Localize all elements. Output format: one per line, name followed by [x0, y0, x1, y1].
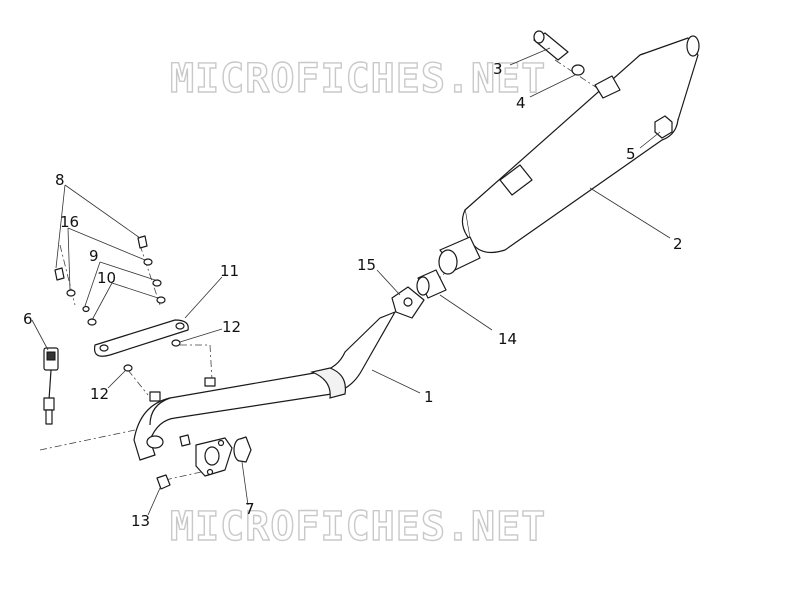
callout-8: 8 — [55, 171, 65, 189]
washer — [571, 64, 585, 76]
callout-6: 6 — [23, 310, 33, 328]
callout-9: 9 — [89, 247, 99, 265]
callout-12-upper: 12 — [222, 318, 241, 336]
small-hardware — [54, 235, 181, 372]
callout-11: 11 — [220, 262, 239, 280]
sleeve — [416, 269, 447, 299]
callout-5: 5 — [626, 145, 636, 163]
callout-15: 15 — [357, 256, 376, 274]
callout-7: 7 — [245, 500, 255, 518]
callout-12-lower: 12 — [90, 385, 109, 403]
heat-shield-bracket — [93, 319, 189, 357]
bolt — [533, 30, 569, 61]
callout-3: 3 — [493, 60, 503, 78]
exhaust-flange — [195, 437, 233, 477]
lambda-sensor — [43, 347, 59, 425]
gasket — [233, 436, 252, 463]
header-nut — [179, 434, 191, 447]
callout-4: 4 — [516, 94, 526, 112]
leader-lines — [31, 47, 671, 516]
callout-1: 1 — [424, 388, 434, 406]
callout-labels: 1 2 3 4 5 6 7 8 9 10 11 12 12 13 14 15 1… — [23, 60, 683, 530]
watermark-top: MICROFICHES.NET — [170, 56, 546, 102]
callout-13: 13 — [131, 512, 150, 530]
muffler — [438, 35, 700, 275]
callout-14: 14 — [498, 330, 517, 348]
exhaust-pipe — [133, 311, 396, 461]
callout-16: 16 — [60, 213, 79, 231]
watermark-bottom: MICROFICHES.NET — [170, 504, 546, 550]
flange-nut — [156, 474, 171, 490]
callout-2: 2 — [673, 235, 683, 253]
callout-10: 10 — [97, 269, 116, 287]
